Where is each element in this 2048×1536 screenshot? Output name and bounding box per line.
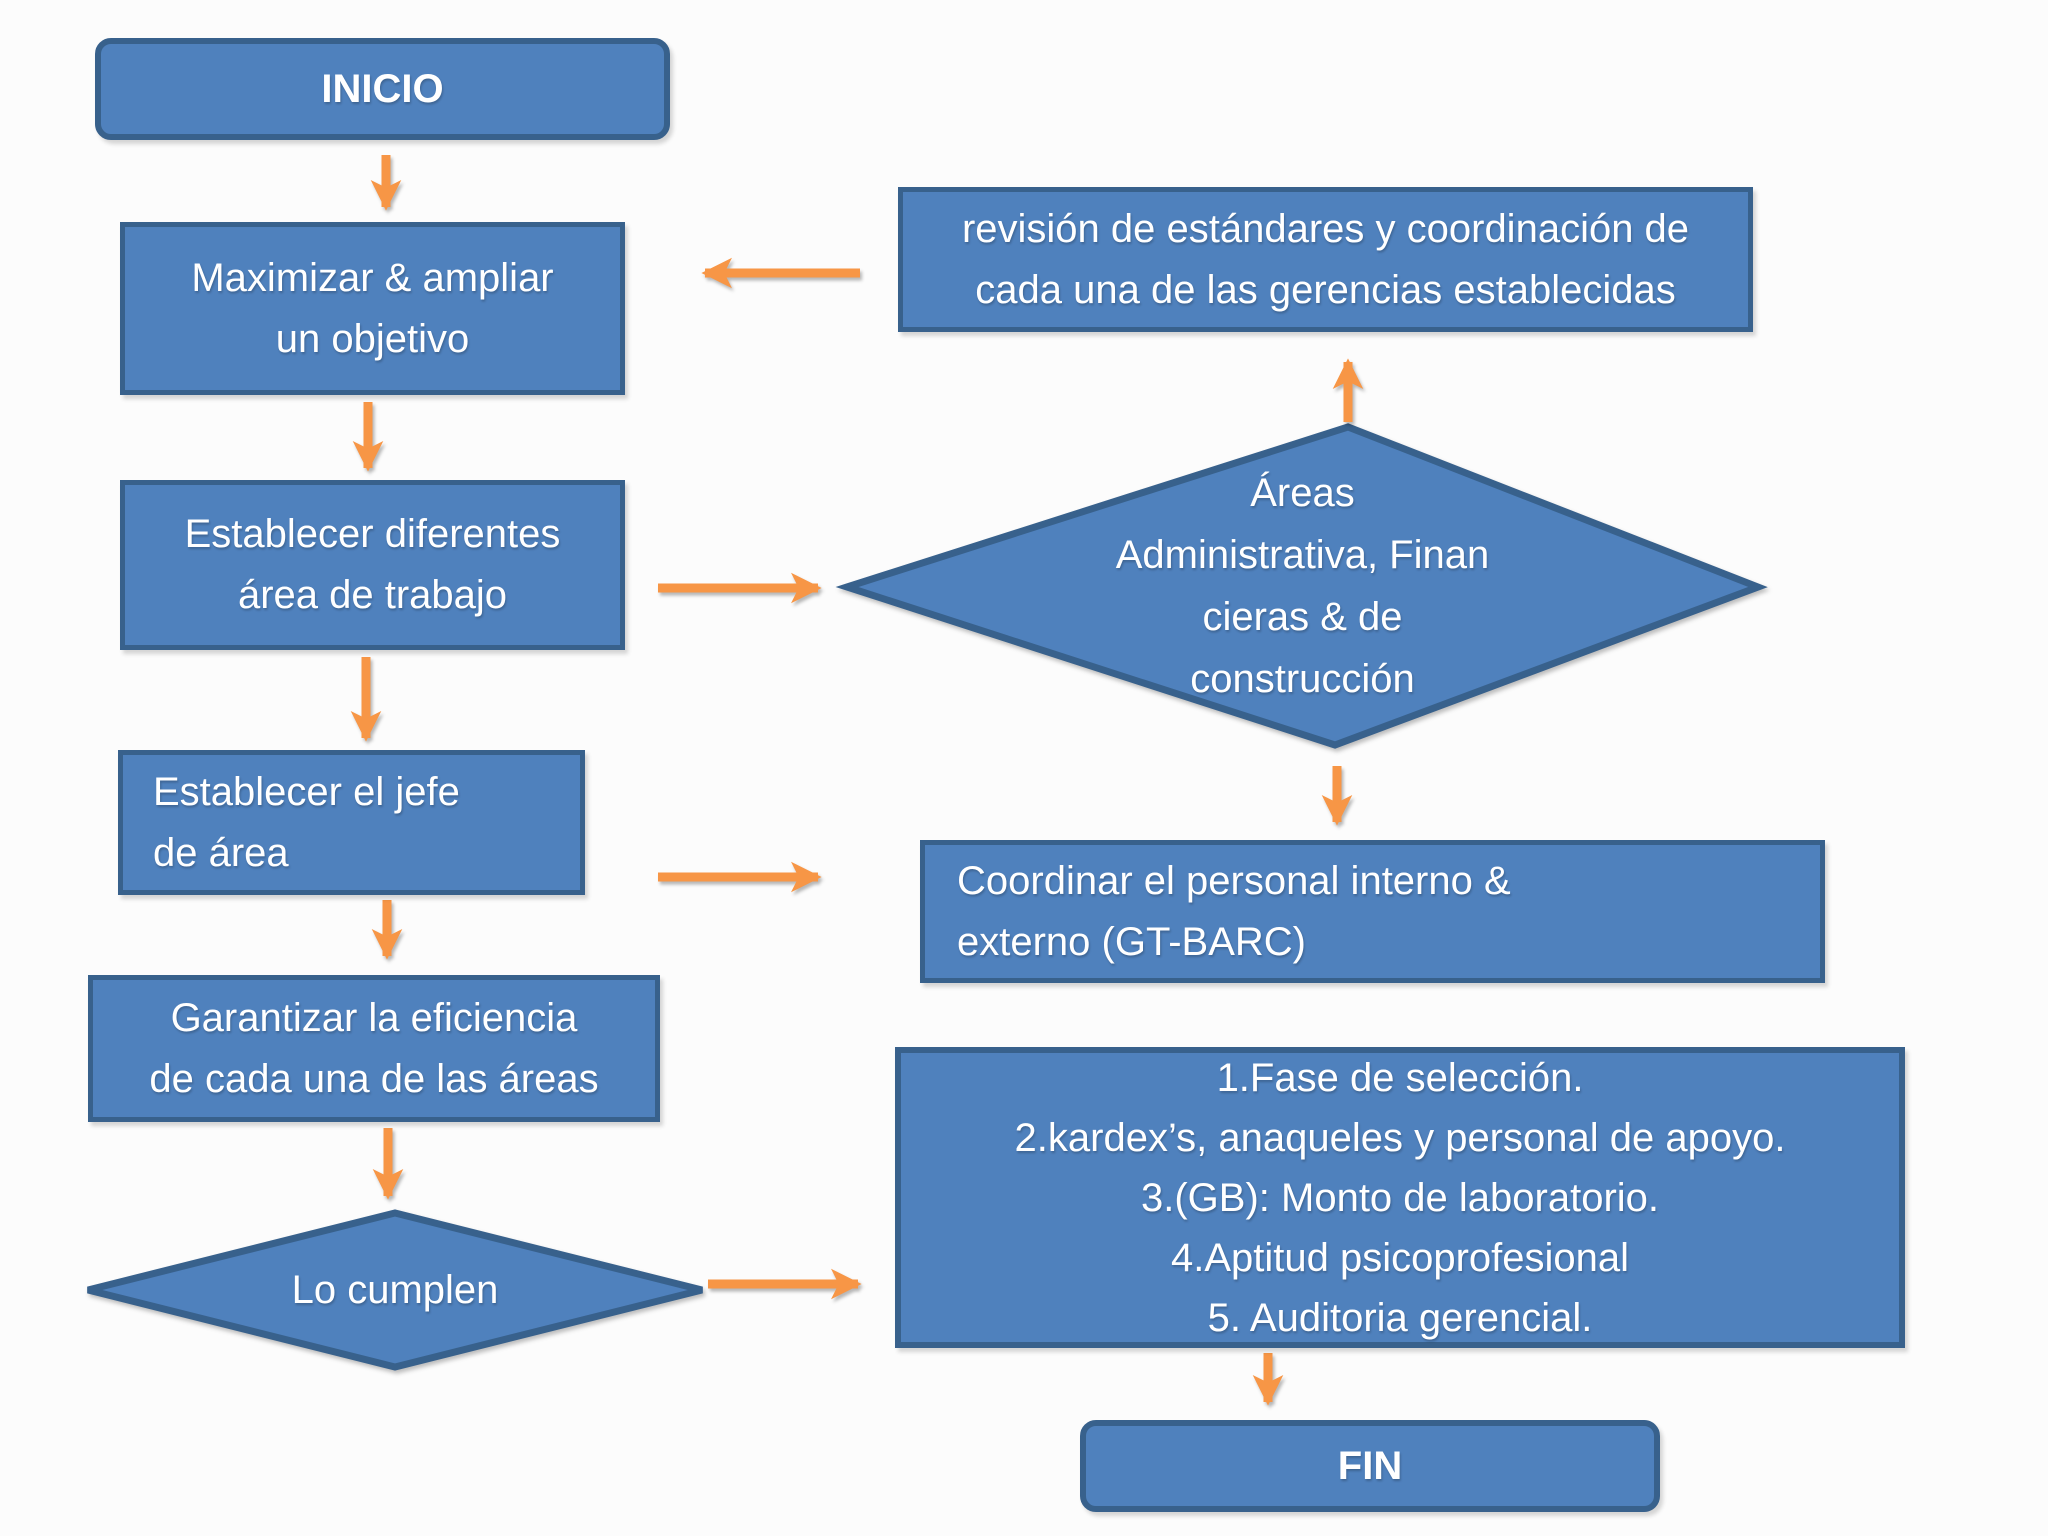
text-line: de cada una de las áreas bbox=[149, 1056, 599, 1101]
text-line: construcción bbox=[1190, 657, 1415, 701]
text-line: de área bbox=[153, 830, 289, 875]
node-areas-diamond-text: Áreas Administrativa, Finan cieras & de … bbox=[847, 427, 1758, 745]
node-diferentes: Establecer diferentes área de trabajo bbox=[120, 480, 625, 650]
text-line: Establecer diferentes bbox=[184, 512, 561, 556]
text-line: un objetivo bbox=[275, 316, 470, 361]
node-maximizar: Maximizar & ampliar un objetivo bbox=[120, 222, 625, 395]
decision-areas-diamond bbox=[835, 423, 1768, 749]
text-line: cada una de las gerencias establecidas bbox=[975, 267, 1676, 312]
node-inicio: INICIO bbox=[95, 38, 670, 140]
decision-cumplen-diamond bbox=[87, 1209, 703, 1371]
text-line: 4.Aptitud psicoprofesional bbox=[1170, 1235, 1630, 1280]
node-fin: FIN bbox=[1080, 1420, 1660, 1512]
text-line: Garantizar la eficiencia bbox=[170, 995, 578, 1040]
text-line: externo (GT-BARC) bbox=[957, 919, 1306, 964]
text-line: 3.(GB): Monto de laboratorio. bbox=[1140, 1175, 1660, 1220]
node-cumplen-label: Lo cumplen bbox=[291, 1267, 499, 1312]
text-line: Administrativa, Finan bbox=[1115, 533, 1490, 577]
node-garantizar: Garantizar la eficiencia de cada una de … bbox=[88, 975, 660, 1122]
text-line: Coordinar el personal interno & bbox=[957, 858, 1511, 903]
node-fin-label: FIN bbox=[1337, 1443, 1403, 1488]
text-line: revisión de estándares y coordinación de bbox=[961, 206, 1690, 251]
text-line: Áreas bbox=[1250, 471, 1355, 515]
text-line: 5. Auditoria gerencial. bbox=[1207, 1295, 1593, 1340]
node-fases: 1.Fase de selección. 2.kardex’s, anaquel… bbox=[895, 1047, 1905, 1348]
text-line: área de trabajo bbox=[237, 573, 508, 617]
text-line: 2.kardex’s, anaqueles y personal de apoy… bbox=[1014, 1115, 1786, 1160]
node-cumplen-text: Lo cumplen bbox=[88, 1213, 702, 1367]
text-line: Establecer el jefe bbox=[153, 769, 460, 814]
text-line: Maximizar & ampliar bbox=[191, 255, 554, 300]
node-revision: revisión de estándares y coordinación de… bbox=[898, 187, 1753, 332]
text-line: cieras & de bbox=[1202, 595, 1403, 639]
node-inicio-label: INICIO bbox=[321, 66, 444, 111]
node-coordinar: Coordinar el personal interno & externo … bbox=[920, 840, 1825, 983]
node-jefe: Establecer el jefe de área bbox=[118, 750, 585, 895]
text-line: 1.Fase de selección. bbox=[1216, 1055, 1584, 1100]
